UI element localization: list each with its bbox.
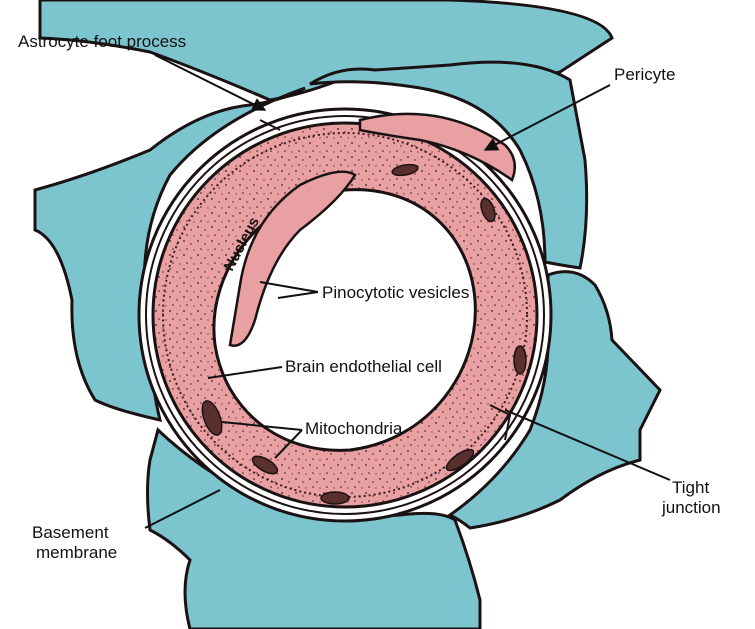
label-junction: junction: [661, 498, 721, 517]
mitochondrion: [514, 346, 526, 374]
label-tight: Tight: [672, 478, 709, 497]
label-mitochondria: Mitochondria: [305, 419, 403, 438]
label-membrane: membrane: [36, 543, 117, 562]
label-pinocytotic-vesicles: Pinocytotic vesicles: [322, 283, 469, 302]
mitochondrion: [321, 492, 349, 504]
label-basement: Basement: [32, 523, 109, 542]
label-brain-endothelial-cell: Brain endothelial cell: [285, 357, 442, 376]
label-pericyte: Pericyte: [614, 65, 675, 84]
label-astrocyte-foot-process: Astrocyte foot process: [18, 32, 186, 51]
